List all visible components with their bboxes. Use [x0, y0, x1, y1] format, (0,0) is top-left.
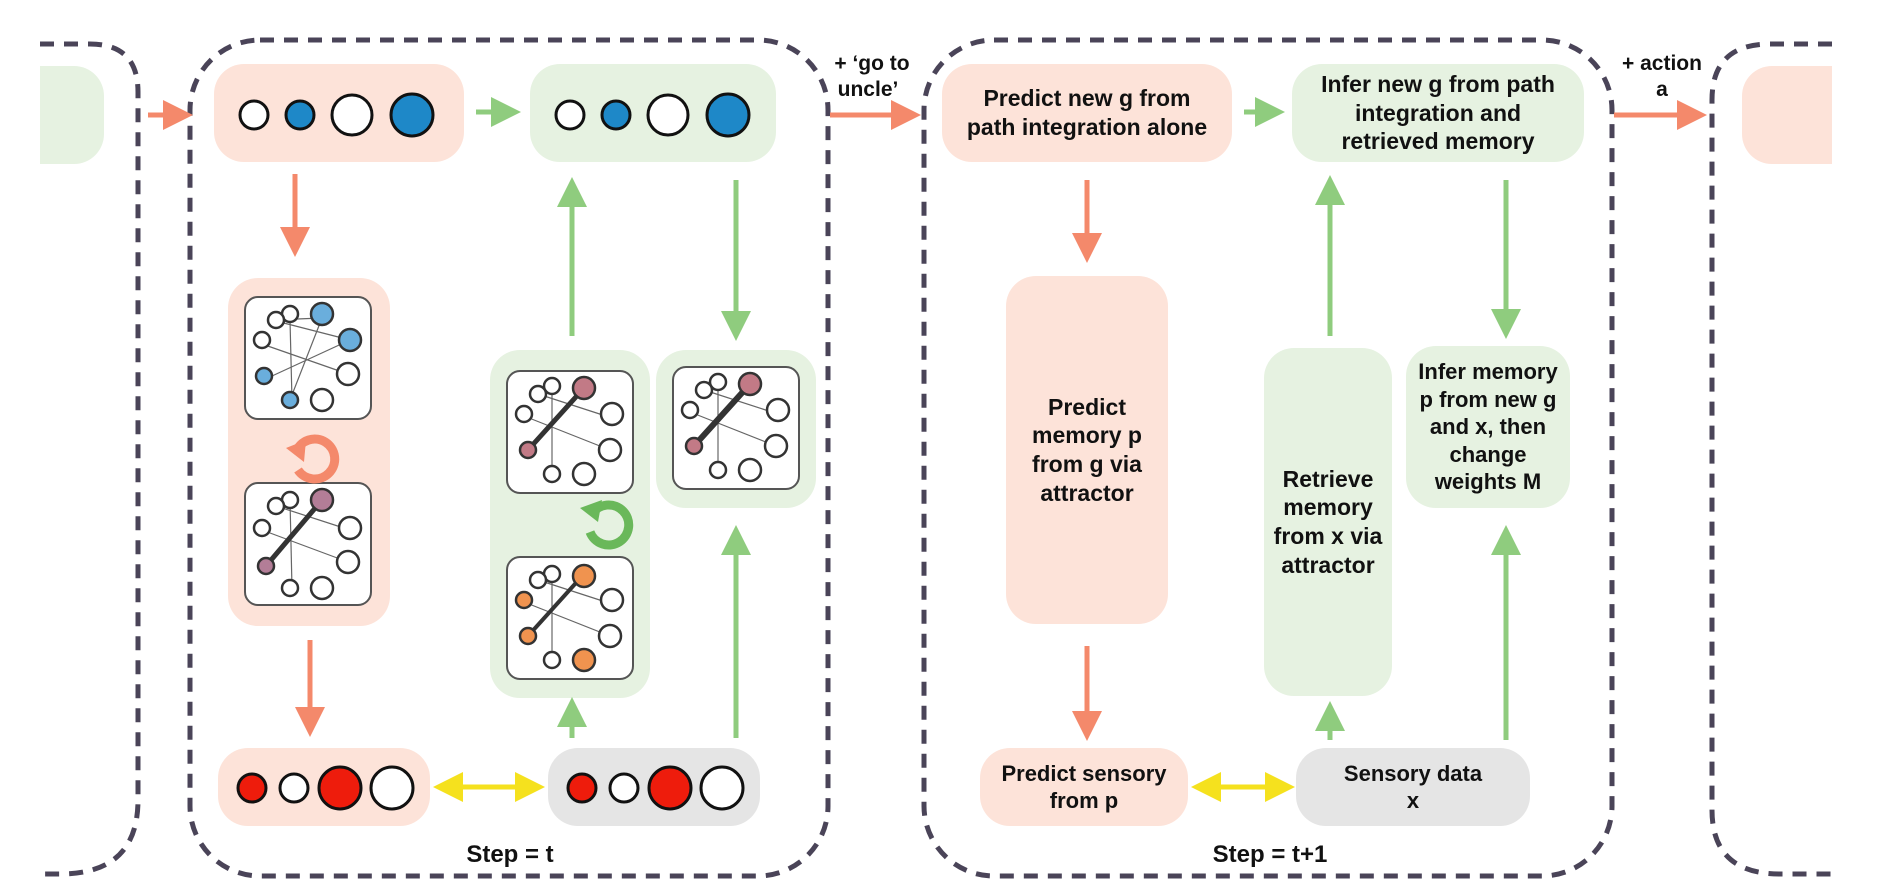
- network-node: [599, 401, 625, 427]
- network-node: [680, 400, 700, 420]
- step-t-border: [187, 37, 831, 879]
- network-node: [518, 440, 538, 460]
- network-node: [597, 623, 623, 649]
- x-node: [236, 772, 268, 804]
- network-node: [335, 361, 361, 387]
- network-node: [542, 650, 562, 670]
- orange-cycle-icon: [286, 434, 340, 484]
- action-label-line2: a: [1656, 78, 1668, 101]
- next-step-g-box: [1742, 66, 1832, 164]
- go-to-uncle-label-line1: + ‘go to: [834, 52, 909, 75]
- network-node: [266, 496, 286, 516]
- network-node: [335, 549, 361, 575]
- network-node: [309, 387, 335, 413]
- g-node: [238, 99, 270, 131]
- network-node: [542, 464, 562, 484]
- network-node: [708, 372, 728, 392]
- sensory-data-box: [1296, 748, 1530, 826]
- g-node: [554, 99, 586, 131]
- x-node: [566, 772, 598, 804]
- g-node: [646, 93, 690, 137]
- step-t-label: Step = t: [466, 841, 553, 868]
- network-node: [254, 366, 274, 386]
- network-graph-icon: [672, 366, 800, 490]
- step-t1-label: Step = t+1: [1213, 841, 1328, 868]
- network-graph-icon: [506, 556, 634, 680]
- network-node: [708, 460, 728, 480]
- retrieve-memory-box: [1264, 348, 1392, 696]
- network-node: [309, 487, 335, 513]
- g-node: [389, 92, 435, 138]
- network-node: [337, 327, 363, 353]
- network-node: [518, 626, 538, 646]
- g-node: [284, 99, 316, 131]
- green-cycle-icon: [580, 500, 634, 550]
- network-node: [571, 375, 597, 401]
- network-node: [737, 371, 763, 397]
- g-node: [600, 99, 632, 131]
- x-node: [608, 772, 640, 804]
- prev-step-g-box: [40, 66, 104, 164]
- network-node: [571, 461, 597, 487]
- x-node: [699, 765, 745, 811]
- g-node: [705, 92, 751, 138]
- network-graph-icon: [244, 482, 372, 606]
- x-node: [317, 765, 363, 811]
- network-node: [252, 518, 272, 538]
- network-node: [542, 376, 562, 396]
- network-node: [528, 384, 548, 404]
- network-node: [571, 647, 597, 673]
- network-node: [763, 433, 789, 459]
- network-node: [337, 515, 363, 541]
- step-t1-border: [921, 37, 1615, 879]
- network-node: [309, 575, 335, 601]
- network-node: [280, 578, 300, 598]
- network-node: [514, 590, 534, 610]
- infer-g-box: [1292, 64, 1584, 162]
- prev-step-border: [40, 41, 141, 877]
- network-node: [765, 397, 791, 423]
- x-node: [369, 765, 415, 811]
- network-graph-icon: [244, 296, 372, 420]
- network-node: [571, 563, 597, 589]
- next-step-border: [1709, 41, 1832, 877]
- infer-memory-box: [1406, 346, 1570, 508]
- network-node: [684, 436, 704, 456]
- predict-memory-box: [1006, 276, 1168, 624]
- network-node: [694, 380, 714, 400]
- network-node: [599, 587, 625, 613]
- action-label-line1: + action: [1622, 52, 1702, 75]
- network-node: [528, 570, 548, 590]
- go-to-uncle-label-line2: uncle’: [838, 78, 899, 101]
- predict-sensory-box: [980, 748, 1188, 826]
- predict-g-box: [942, 64, 1232, 162]
- network-node: [266, 310, 286, 330]
- g-node: [330, 93, 374, 137]
- network-node: [280, 390, 300, 410]
- network-node: [737, 457, 763, 483]
- network-node: [256, 556, 276, 576]
- network-node: [252, 330, 272, 350]
- x-node: [278, 772, 310, 804]
- network-node: [597, 437, 623, 463]
- x-node: [647, 765, 693, 811]
- network-node: [514, 404, 534, 424]
- network-graph-icon: [506, 370, 634, 494]
- network-node: [309, 301, 335, 327]
